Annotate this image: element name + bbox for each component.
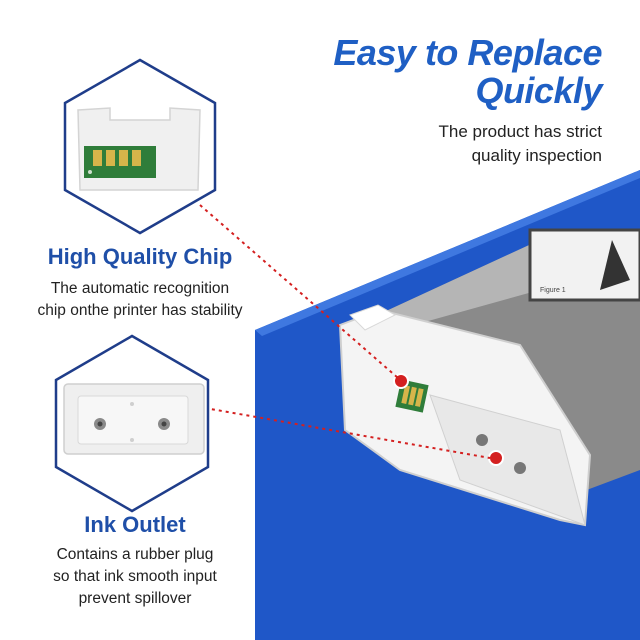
- chip-title: High Quality Chip: [47, 244, 233, 269]
- chip-desc-line-1: The automatic recognition: [50, 280, 230, 297]
- svg-text:Figure 1: Figure 1: [540, 287, 566, 294]
- blue-platform-edge: [255, 170, 640, 336]
- outlet-closeup-hexagon: [54, 334, 210, 513]
- chip-desc-line-2: chip onthe printer has stability: [37, 302, 243, 319]
- headline: Easy to Replace Quickly: [333, 34, 602, 110]
- ink-cartridge: Figure 1: [338, 228, 640, 527]
- chip-closeup-hexagon: [63, 58, 217, 235]
- outlet-desc-line-2: so that ink smooth input: [53, 568, 217, 585]
- headline-subtext: The product has strict quality inspectio…: [439, 120, 602, 168]
- chip-description: The automatic recognition chip onthe pri…: [0, 278, 280, 322]
- outlet-description: Contains a rubber plug so that ink smoot…: [20, 544, 250, 610]
- subtext-line-2: quality inspection: [471, 146, 602, 165]
- outlet-title: Ink Outlet: [84, 512, 186, 537]
- outlet-desc-line-1: Contains a rubber plug: [56, 546, 214, 563]
- headline-line-1: Easy to Replace: [333, 32, 602, 73]
- chip-leader-line: [199, 204, 399, 379]
- subtext-line-1: The product has strict: [438, 122, 602, 141]
- chip-marker: [393, 373, 409, 389]
- headline-line-2: Quickly: [475, 70, 602, 111]
- outlet-marker: [488, 450, 504, 466]
- outlet-desc-line-3: prevent spillover: [78, 590, 192, 607]
